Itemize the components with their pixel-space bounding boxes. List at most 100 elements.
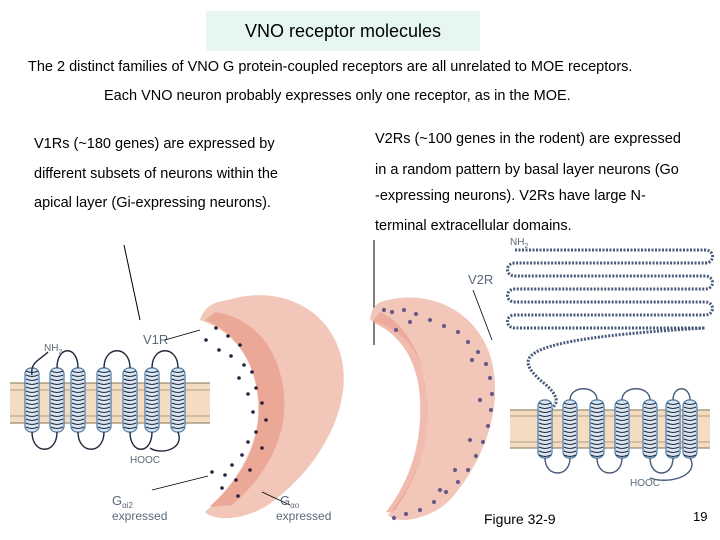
helix-turn: [97, 426, 111, 430]
helix-turn: [123, 370, 137, 374]
helix-turn: [590, 426, 604, 430]
helix-turn: [643, 438, 657, 442]
helix-turn: [538, 434, 552, 438]
helix-turn: [615, 442, 629, 446]
helix-turn: [563, 414, 577, 418]
helix-turn: [25, 402, 39, 406]
helix-turn: [538, 410, 552, 414]
helix-turn: [643, 454, 657, 458]
helix-turn: [666, 418, 680, 422]
helix-turn: [171, 382, 185, 386]
helix-turn: [123, 410, 137, 414]
helix-turn: [50, 378, 64, 382]
v1r-helix: [96, 367, 112, 433]
helix-turn: [590, 434, 604, 438]
v1r-pointer-line: [123, 244, 141, 321]
helix-turn: [50, 426, 64, 430]
helix-turn: [71, 386, 85, 390]
neuron-dot: [413, 311, 419, 317]
helix-turn: [71, 426, 85, 430]
helix-turn: [563, 454, 577, 458]
helix-turn: [643, 442, 657, 446]
neuron-dot: [238, 343, 242, 347]
helix-turn: [683, 454, 697, 458]
helix-turn: [25, 414, 39, 418]
helix-turn: [683, 426, 697, 430]
neuron-dot: [477, 397, 483, 403]
neuron-dot: [403, 511, 409, 517]
helix-turn: [590, 406, 604, 410]
helix-turn: [563, 402, 577, 406]
helix-turn: [171, 386, 185, 390]
v1r-helix: [70, 367, 86, 433]
helix-turn: [643, 426, 657, 430]
neuron-dot: [389, 309, 395, 315]
helix-turn: [563, 422, 577, 426]
v2r-hooc-label: HOOC: [630, 478, 660, 489]
helix-turn: [71, 398, 85, 402]
go-pointer: [261, 491, 291, 506]
helix-turn: [123, 418, 137, 422]
v2r-label-pointer: [472, 289, 493, 341]
helix-turn: [171, 418, 185, 422]
neuron-dot: [237, 376, 241, 380]
helix-turn: [25, 422, 39, 426]
helix-turn: [615, 414, 629, 418]
title-box: VNO receptor molecules: [206, 11, 480, 51]
helix-turn: [590, 422, 604, 426]
helix-turn: [97, 410, 111, 414]
right-text-line-2: in a random pattern by basal layer neuro…: [375, 162, 679, 178]
helix-turn: [171, 426, 185, 430]
v1r-nh2-label: NH2: [44, 343, 62, 356]
helix-turn: [666, 438, 680, 442]
helix-turn: [615, 438, 629, 442]
helix-turn: [97, 398, 111, 402]
v1r-helix: [24, 367, 40, 433]
helix-turn: [25, 406, 39, 410]
helix-turn: [538, 422, 552, 426]
neuron-dot: [465, 467, 471, 473]
helix-turn: [145, 394, 159, 398]
slide-title: VNO receptor molecules: [244, 20, 442, 41]
helix-turn: [25, 394, 39, 398]
helix-turn: [538, 418, 552, 422]
neuron-dot: [407, 319, 413, 325]
helix-turn: [50, 370, 64, 374]
v1r-helix: [170, 367, 186, 433]
neuron-dot: [242, 363, 246, 367]
helix-turn: [71, 402, 85, 406]
helix-turn: [97, 374, 111, 378]
helix-turn: [171, 390, 185, 394]
neuron-dot: [483, 361, 489, 367]
helix-turn: [643, 430, 657, 434]
helix-turn: [97, 378, 111, 382]
helix-turn: [145, 410, 159, 414]
helix-turn: [50, 390, 64, 394]
helix-turn: [97, 370, 111, 374]
v1r-label-pointer: [164, 329, 201, 341]
helix-turn: [50, 382, 64, 386]
helix-turn: [71, 410, 85, 414]
helix-turn: [615, 434, 629, 438]
helix-turn: [171, 398, 185, 402]
helix-turn: [25, 386, 39, 390]
helix-turn: [563, 430, 577, 434]
helix-turn: [666, 426, 680, 430]
neuron-dot: [480, 439, 486, 445]
helix-turn: [171, 422, 185, 426]
helix-turn: [123, 378, 137, 382]
helix-turn: [50, 410, 64, 414]
neuron-dot: [465, 339, 471, 345]
helix-turn: [666, 430, 680, 434]
helix-turn: [683, 438, 697, 442]
helix-turn: [643, 402, 657, 406]
v1r-label: V1R: [143, 332, 168, 347]
helix-turn: [145, 398, 159, 402]
helix-turn: [50, 406, 64, 410]
go-expressed-label: expressed: [276, 509, 331, 523]
helix-turn: [145, 426, 159, 430]
helix-turn: [615, 422, 629, 426]
helix-turn: [666, 402, 680, 406]
helix-turn: [643, 410, 657, 414]
intro-line-1: The 2 distinct families of VNO G protein…: [28, 59, 633, 75]
